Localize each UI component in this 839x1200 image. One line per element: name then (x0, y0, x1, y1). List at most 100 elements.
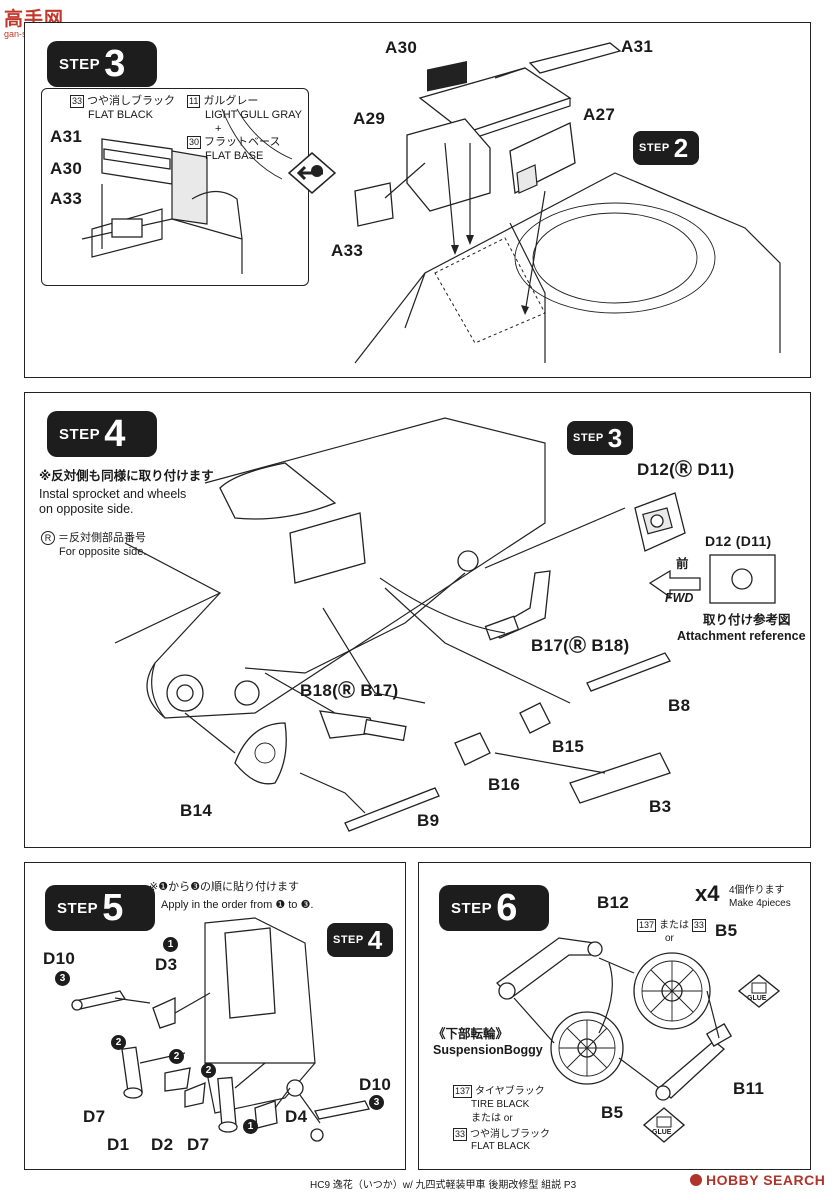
step4-note: ※反対側も同様に取り付けます Instal sprocket and wheel… (39, 469, 214, 518)
order-mark-2: 2 (169, 1049, 184, 1064)
inset-label-a33: A33 (50, 189, 83, 208)
step-number: 3 (607, 423, 623, 453)
step3-badge: STEP 3 (47, 41, 157, 87)
note-jp: ※反対側も同様に取り付けます (39, 469, 214, 483)
step5-note: ※❶から❸の順に貼り付けます Apply in the order from ❶… (149, 881, 313, 913)
or-jp: または (659, 920, 690, 931)
part-d7-left: D7 (83, 1107, 106, 1126)
step5-panel: STEP 5 ※❶から❸の順に貼り付けます Apply in the order… (24, 862, 406, 1170)
boggy-jp: 《下部転輪》 (433, 1027, 509, 1041)
boggy-label: 《下部転輪》 SuspensionBoggy (433, 1027, 543, 1058)
step-number: 2 (673, 133, 689, 163)
step4-ref-step3: STEP 3 (567, 421, 633, 455)
part-d3: D3 (155, 955, 178, 974)
paint-en: LIGHT GULL GRAY (205, 108, 302, 121)
glue-icon (642, 1107, 686, 1143)
opposite-r-icon: R (41, 531, 55, 545)
paint-en: FLAT BLACK (471, 1141, 531, 1152)
or-jp: または (471, 1113, 501, 1124)
glue-label: GLUE (747, 995, 767, 1002)
step-number: 4 (367, 925, 383, 955)
paint-plus: + (215, 122, 222, 135)
part-a30: A30 (385, 38, 418, 57)
step3-main-drawing (354, 42, 781, 364)
glue-label: GLUE (652, 1129, 672, 1136)
part-d4: D4 (285, 1107, 308, 1126)
step-number: 3 (104, 43, 126, 85)
paint-jp: ガルグレー (203, 95, 259, 107)
part-d2: D2 (151, 1135, 174, 1154)
note-en-1: Instal sprocket and wheels (39, 486, 187, 501)
step4-drawing (114, 417, 776, 832)
footer-brand: HOBBY SEARCH (690, 1172, 825, 1188)
paint-jp: フラットベース (204, 136, 281, 149)
part-b11: B11 (733, 1079, 765, 1098)
part-a31: A31 (621, 37, 654, 56)
part-a27: A27 (583, 105, 616, 124)
inset-label-a31: A31 (50, 127, 83, 146)
paint-code: 137 (637, 919, 657, 932)
step6-badge: STEP 6 (439, 885, 549, 931)
note-en: Apply in the order from ❶ to ❸. (161, 898, 314, 911)
footer-text: HC9 逸花（いつか）w/ 九四式軽装甲車 後期改修型 組説 P3 (310, 1180, 577, 1191)
step5-drawing (71, 917, 370, 1142)
part-d1: D1 (107, 1135, 130, 1154)
part-b9: B9 (417, 811, 440, 830)
step-word: STEP (573, 432, 604, 444)
inset-drawing (81, 108, 293, 274)
glue-icon (737, 974, 781, 1008)
or-en: or (665, 932, 674, 944)
step-word: STEP (59, 55, 101, 73)
paint-code: 33 (453, 1127, 468, 1141)
part-b14: B14 (180, 801, 213, 820)
or-en: or (503, 1113, 513, 1124)
part-b16: B16 (488, 775, 521, 794)
boggy-en: SuspensionBoggy (433, 1042, 543, 1057)
part-a33: A33 (331, 241, 364, 260)
order-mark-2: 2 (111, 1035, 126, 1050)
step6-drawing (496, 937, 781, 1143)
opposite-en: For opposite side. (59, 545, 147, 558)
paint-code: 33 (70, 95, 85, 108)
part-d10-bottom: D10 (359, 1075, 392, 1094)
step-number: 5 (102, 887, 124, 929)
paint-en: FLAT BASE (205, 150, 264, 162)
part-d12-ref: D12 (D11) (705, 533, 772, 549)
part-b17: B17(Ⓡ B18) (531, 636, 630, 655)
step4-panel: STEP 4 ※反対側も同様に取り付けます Instal sprocket an… (24, 392, 811, 848)
paint-jp: タイヤブラック (475, 1086, 545, 1097)
part-a29: A29 (353, 109, 386, 128)
order-mark-3: 3 (369, 1095, 384, 1110)
part-d7-right: D7 (187, 1135, 210, 1154)
brand-name: HOBBY SEARCH (706, 1172, 826, 1188)
step-word: STEP (451, 899, 493, 917)
paint-code: 137 (453, 1085, 473, 1098)
order-mark-1: 1 (163, 937, 178, 952)
paint-en: FLAT BLACK (88, 108, 154, 121)
qty-note: 4個作ります Make 4pieces (729, 885, 791, 910)
paint-code: 11 (187, 95, 201, 108)
step-word: STEP (59, 425, 101, 443)
part-b5-bottom: B5 (601, 1103, 624, 1122)
opposite-jp: ＝反対側部品番号 (58, 532, 146, 544)
attach-en: Attachment reference (677, 629, 806, 643)
qty-jp: 4個作ります (729, 885, 785, 896)
paint-code: 33 (691, 919, 706, 932)
step3-ref-step2: STEP 2 (633, 131, 699, 165)
paint-jp: つや消しブラック (470, 1128, 551, 1140)
qty-en: Make 4pieces (729, 897, 791, 909)
part-d12-top: D12(Ⓡ D11) (637, 460, 735, 479)
step-number: 6 (496, 887, 518, 929)
part-b12: B12 (597, 893, 630, 912)
order-mark-1: 1 (243, 1119, 258, 1134)
step5-badge: STEP 5 (45, 885, 155, 931)
fwd-jp: 前 (676, 557, 689, 571)
part-d10-top: D10 (43, 949, 76, 968)
